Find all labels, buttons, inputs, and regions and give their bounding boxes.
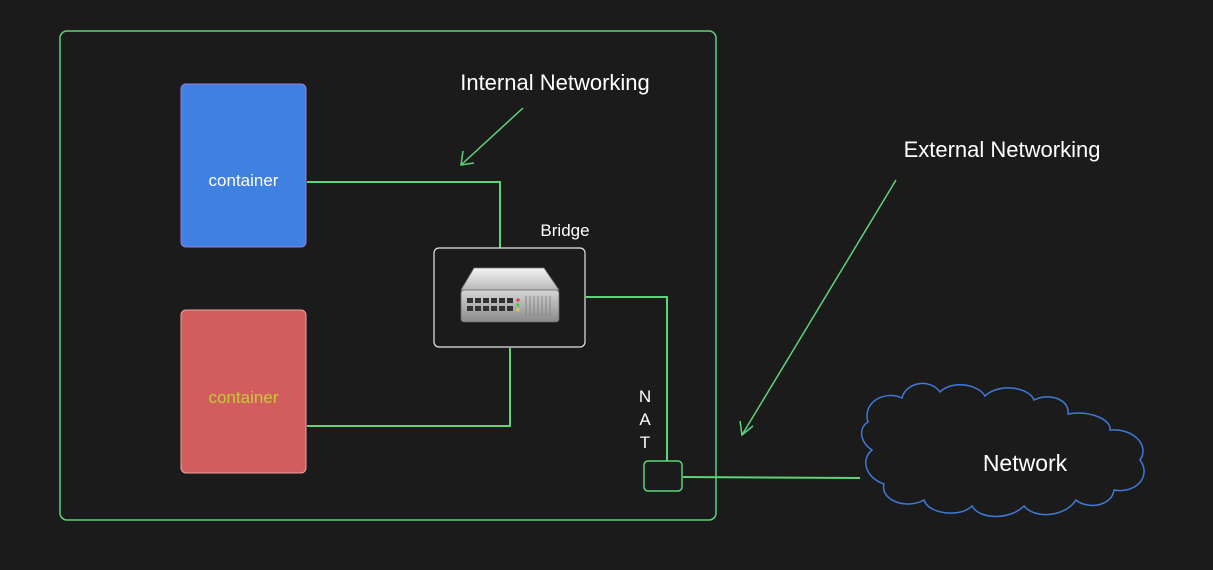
container-box — [180, 309, 307, 474]
bridge-node[interactable]: Bridge — [433, 221, 590, 348]
nat-label-n: N — [639, 387, 651, 406]
container-label: container — [209, 388, 279, 407]
arrow-line — [741, 179, 897, 436]
nat-label-t: T — [640, 433, 650, 452]
network-cloud[interactable]: Network — [860, 382, 1145, 518]
link-nat-network — [682, 476, 861, 479]
link-container1-bridge — [307, 181, 501, 248]
container-label: container — [209, 171, 279, 190]
network-switch-icon — [460, 267, 560, 323]
link-container2-bridge — [307, 348, 511, 427]
container-node-1[interactable]: container — [180, 83, 307, 248]
external-networking-label: External Networking — [904, 137, 1101, 162]
container-node-2[interactable]: container — [180, 309, 307, 474]
internal-networking-label: Internal Networking — [460, 70, 650, 95]
arrow-line — [460, 107, 524, 166]
cloud-icon — [860, 382, 1145, 518]
bridge-label: Bridge — [540, 221, 589, 240]
nat-box — [643, 460, 683, 492]
container-box — [180, 83, 307, 248]
arrow-head — [739, 420, 754, 437]
link-bridge-nat — [586, 296, 668, 461]
network-label: Network — [983, 450, 1068, 476]
internal-networking-annotation: Internal Networking — [460, 70, 650, 166]
external-networking-annotation: External Networking — [739, 137, 1101, 437]
nat-node[interactable]: N A T — [639, 387, 683, 492]
nat-label-a: A — [639, 410, 651, 429]
host-boundary — [59, 30, 717, 521]
arrow-head — [460, 150, 475, 166]
